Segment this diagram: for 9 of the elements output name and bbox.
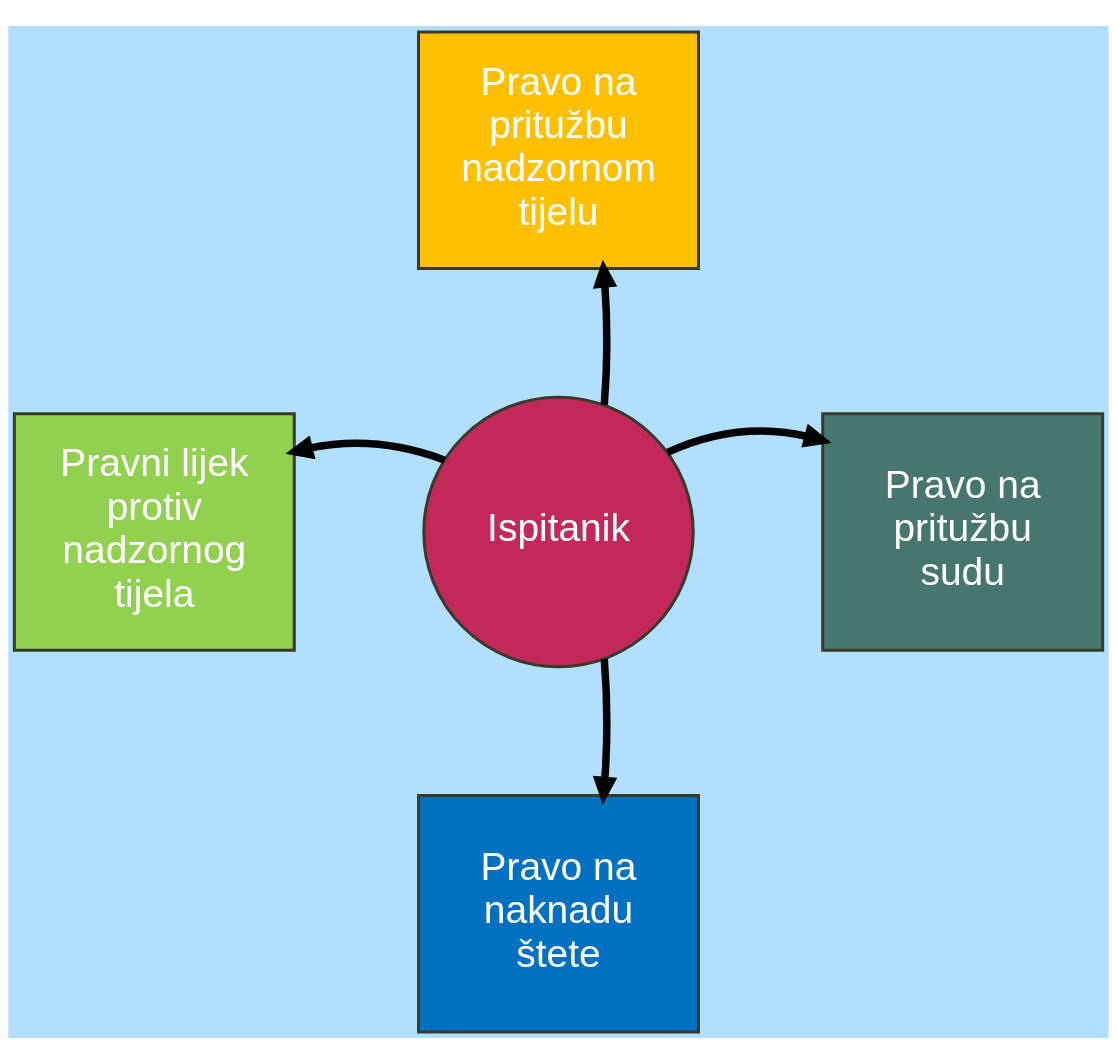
arrow [665, 423, 832, 456]
arrow [285, 435, 446, 464]
node-circle: Ispitanik [422, 395, 695, 669]
node-box: Pravo na pritužbu sudu [821, 412, 1105, 652]
node-box: Pravni lijek protiv nadzornog tijela [12, 412, 296, 652]
arrow [592, 259, 618, 405]
arrow [592, 658, 618, 805]
node-box: Pravo na pritužbu nadzornom tijelu [417, 30, 700, 270]
node-box: Pravo na naknadu štete [417, 794, 700, 1034]
